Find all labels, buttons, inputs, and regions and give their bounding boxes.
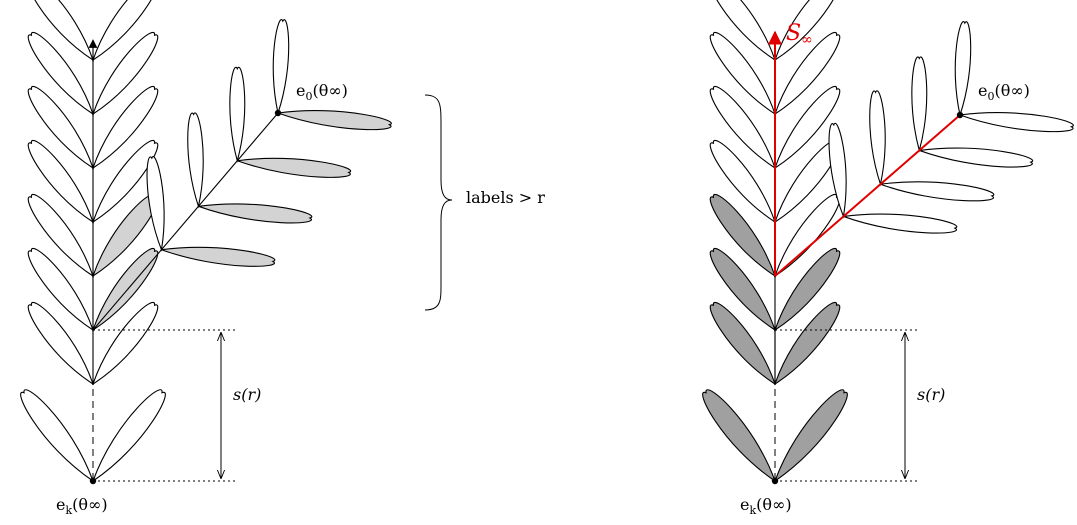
branch-leaf-lower [161,247,274,266]
branch-leaf-lower [843,214,956,233]
right-sr-label: s(r) [917,385,945,404]
right-ek-label: ek(θ∞) [740,495,792,517]
left-fern: e0(θ∞) ek(θ∞) s(r) labels > r [21,0,546,517]
branch-leaf-lower [198,204,311,223]
branch-leaf-upper [273,20,288,113]
stem-leaf-left [21,390,93,481]
branch-leaf-upper [188,113,203,206]
stem-leaf-right [775,390,847,481]
right-e0-label: e0(θ∞) [978,81,1030,103]
left-leaves [21,0,392,481]
right-fern: S∞ e0(θ∞) ek(θ∞) s(r) [703,0,1074,517]
brace-label: labels > r [466,188,545,207]
right-leaves [703,0,1074,481]
branch-leaf-upper [147,157,164,250]
branch-leaf-upper [230,67,245,160]
left-ek-label: ek(θ∞) [56,495,108,517]
branch-leaf-lower [960,113,1073,132]
branch-leaf-upper [955,22,970,115]
curly-brace [425,95,452,310]
branch-leaf-lower [880,182,993,201]
left-e0-label: e0(θ∞) [296,81,348,103]
branch-leaf-upper [870,91,885,184]
branch-leaf-lower [237,158,350,177]
branch-leaf-lower [278,111,391,130]
right-e0-node [957,112,963,118]
branch-leaf-upper [912,57,927,150]
left-sr-label: s(r) [233,385,261,404]
left-e0-node [275,110,281,116]
stem-leaf-right [93,390,165,481]
branch-leaf-lower [919,148,1032,167]
stem-leaf-left [703,390,775,481]
